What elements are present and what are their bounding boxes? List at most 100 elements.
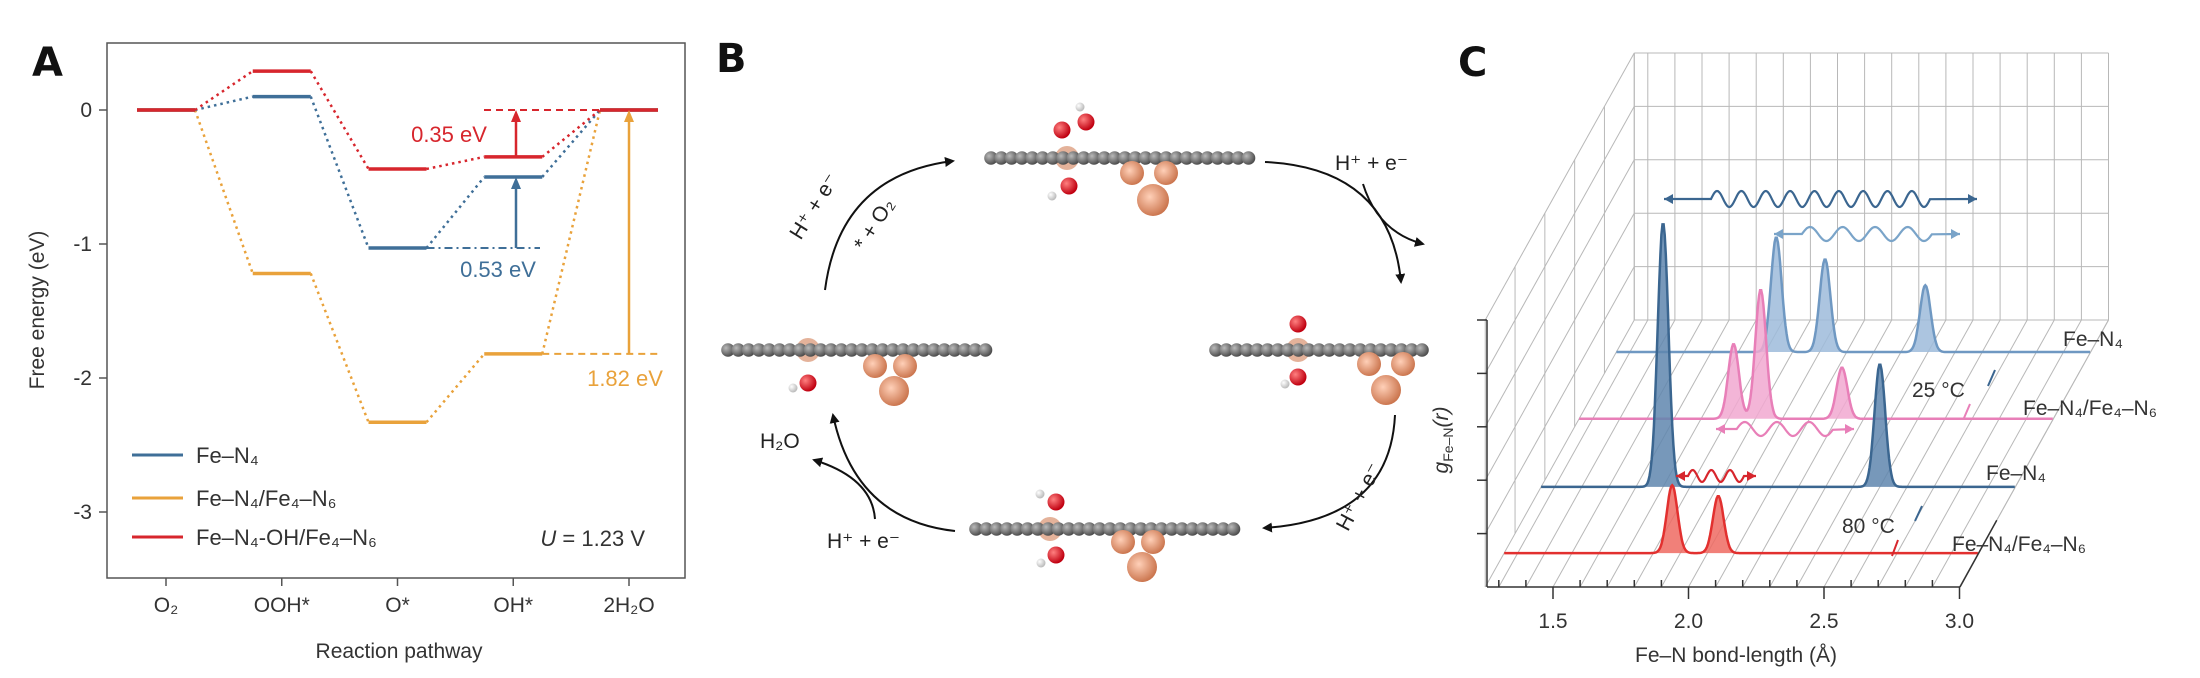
carbon-atom	[752, 343, 766, 357]
metal-atom	[1154, 161, 1178, 185]
carbon-atom	[1051, 522, 1066, 536]
floor-grid-line	[1769, 319, 1920, 588]
metal-atom	[1111, 530, 1135, 554]
floor-grid-line	[1931, 319, 2082, 588]
floor-grid-line	[1850, 319, 2001, 588]
catalyst-model	[721, 338, 993, 406]
floor-grid-line	[1660, 319, 1811, 588]
side-wall-grid-line	[1484, 212, 1635, 481]
connector	[425, 176, 486, 249]
panel-label-b: B	[716, 36, 747, 82]
oxygen-atom	[1053, 121, 1071, 139]
arrow-step3	[1262, 414, 1396, 533]
carbon-atom	[865, 343, 879, 357]
carbon-atom	[906, 343, 921, 357]
series-1	[137, 108, 658, 424]
metal-atom	[1357, 352, 1381, 376]
side-wall-grid-line	[1484, 52, 1635, 321]
carbon-atom	[1216, 522, 1230, 536]
hydrogen-atom	[1036, 558, 1046, 568]
temperature-arrow	[1963, 403, 1971, 419]
carbon-atom	[1374, 343, 1388, 357]
carbon-atom	[1322, 343, 1337, 357]
legend-label: Fe–N₄-OH/Fe₄–N₆	[196, 525, 377, 550]
series-0	[137, 94, 658, 250]
carbon-atom	[1209, 343, 1223, 357]
step1b-label: * + O₂	[850, 194, 899, 254]
temperature-arrow	[1891, 539, 1899, 557]
connector	[193, 109, 254, 274]
carbon-atom	[937, 343, 952, 357]
carbon-atom	[721, 343, 735, 357]
series-label: Fe–N₄/Fe₄–N₆	[1952, 533, 2086, 556]
carbon-atom	[741, 343, 756, 357]
connector	[541, 109, 601, 178]
carbon-atom	[1226, 522, 1241, 536]
floor-grid-line	[1498, 319, 1649, 588]
carbon-atom	[1004, 151, 1019, 165]
carbon-atom	[968, 343, 982, 357]
carbon-atom	[1291, 343, 1306, 357]
carbon-atom	[896, 343, 910, 357]
water-label: H₂O	[760, 430, 800, 453]
carbon-atom	[1179, 151, 1194, 165]
rdf-line	[1541, 223, 2015, 489]
temperature-label-80: 80 °C	[1842, 515, 1895, 538]
carbon-atom	[1312, 343, 1326, 357]
carbon-atom	[1087, 151, 1101, 165]
rdf-area	[1504, 485, 1979, 554]
arrow-head	[511, 110, 521, 122]
floor-grid-line	[1525, 319, 1676, 588]
carbon-atom	[762, 343, 776, 357]
carbon-atom	[1343, 343, 1357, 357]
floor-grid-line	[1823, 319, 1974, 588]
carbon-atom	[1260, 343, 1275, 357]
carbon-atom	[958, 343, 972, 357]
arrow-step2	[1264, 161, 1406, 284]
carbon-atom	[783, 343, 797, 357]
carbon-atom	[1219, 343, 1234, 357]
carbon-atom	[875, 343, 890, 357]
step2-label: H⁺ + e⁻	[1335, 152, 1408, 175]
carbon-atom	[1076, 151, 1091, 165]
carbon-atom	[1175, 522, 1189, 536]
carbon-atom	[978, 343, 993, 357]
floor-grid-line	[1742, 319, 1893, 588]
connector	[541, 109, 602, 355]
carbon-atom	[1185, 522, 1200, 536]
panel-label-a: A	[32, 40, 63, 86]
carbon-atom	[989, 522, 1004, 536]
metal-atom	[1141, 530, 1165, 554]
metal-atom	[1127, 552, 1157, 582]
legend-label: Fe–N₄	[196, 443, 259, 468]
carbon-atom	[1103, 522, 1117, 536]
carbon-atom	[1169, 151, 1184, 165]
carbon-atom	[1384, 343, 1398, 357]
connector	[194, 70, 254, 112]
carbon-atom	[1066, 151, 1081, 165]
carbon-atom	[1015, 151, 1029, 165]
carbon-atom	[1149, 151, 1163, 165]
temperature-arrow	[1987, 369, 1996, 387]
oxygen-atom	[1289, 368, 1307, 386]
carbon-atom	[1195, 522, 1210, 536]
connector	[425, 353, 486, 424]
carbon-atom	[1210, 151, 1225, 165]
metal-atom	[1371, 375, 1401, 405]
metal-atom	[1137, 184, 1169, 216]
arrow-water-release	[812, 457, 876, 520]
arrow-step1	[824, 157, 955, 291]
connector	[194, 95, 254, 112]
carbon-atom	[1031, 522, 1045, 536]
x-axis-label: Fe–N bond-length (Å)	[1635, 644, 1837, 667]
metal-atom	[893, 354, 917, 378]
carbon-atom	[947, 343, 962, 357]
x-tick-label: 2.5	[1809, 610, 1838, 633]
side-wall-grid-line	[1484, 266, 1635, 534]
carbon-atom	[927, 343, 941, 357]
hydrogen-atom	[788, 383, 798, 393]
vibration-arrow	[1774, 225, 1961, 243]
gap-label: 0.53 eV	[460, 257, 536, 282]
